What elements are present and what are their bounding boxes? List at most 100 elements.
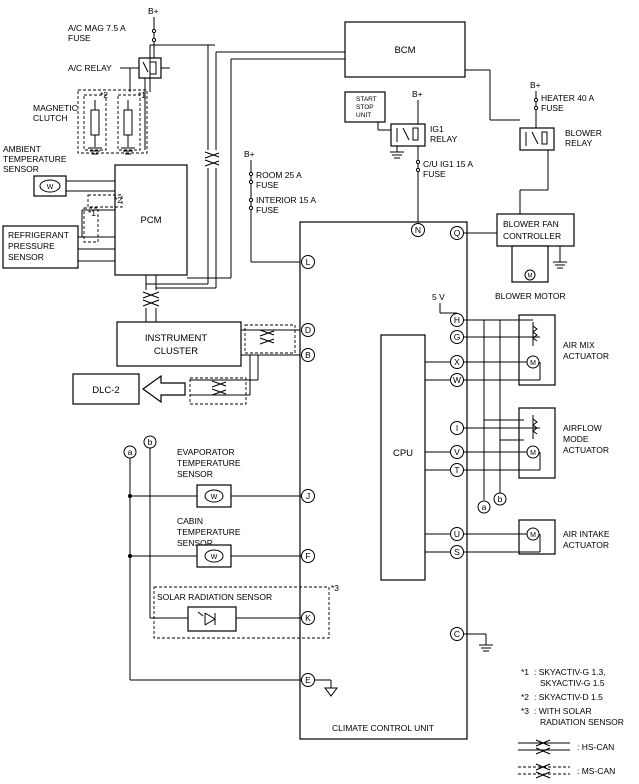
svg-text:: WITH SOLAR: : WITH SOLAR	[534, 706, 592, 716]
svg-text:EVAPORATOR: EVAPORATOR	[177, 447, 235, 457]
five-v-label: 5 V	[432, 292, 445, 302]
svg-text:MODE: MODE	[563, 434, 589, 444]
pin-E: E	[301, 673, 315, 687]
actuators: 5 V M AIR MIX ACTUATOR M AIRFLOW MODE AC…	[425, 292, 610, 652]
svg-text:PRESSURE: PRESSURE	[8, 241, 55, 251]
blower-fan-controller	[496, 213, 575, 247]
pin-V: V	[450, 445, 464, 459]
pin-J: J	[301, 489, 315, 503]
svg-text:RELAY: RELAY	[430, 134, 458, 144]
svg-text:G: G	[454, 332, 461, 342]
cpu-label: CPU	[393, 448, 413, 459]
svg-text:W: W	[211, 554, 218, 561]
svg-text:M: M	[530, 532, 536, 539]
climate-control-unit: CLIMATE CONTROL UNIT CPU	[299, 221, 468, 740]
pin-G: G	[450, 330, 464, 344]
b-plus-heater: B+	[530, 80, 541, 90]
solar-sensor-label: SOLAR RADIATION SENSOR	[157, 592, 272, 602]
svg-text:IG1: IG1	[430, 124, 444, 134]
svg-text:REFRIGERANT: REFRIGERANT	[8, 230, 69, 240]
svg-text:Q: Q	[454, 228, 461, 238]
svg-text:a: a	[482, 502, 487, 512]
svg-text:ROOM 25 A: ROOM 25 A	[256, 170, 302, 180]
room-fuse-group: B+ ROOM 25 A FUSE INTERIOR 15 A FUSE	[244, 149, 316, 263]
clutch-coil-2	[90, 100, 100, 147]
svg-text:H: H	[454, 315, 460, 325]
pin-Q: Q	[450, 226, 464, 240]
svg-text:FUSE: FUSE	[256, 180, 279, 190]
instrument-cluster	[116, 321, 242, 367]
legend: *1 : SKYACTIV-G 1.3, SKYACTIV-G 1.5 *2 :…	[518, 667, 624, 779]
pin-B: B	[301, 348, 315, 362]
svg-text:L: L	[306, 257, 311, 267]
b-plus-room: B+	[244, 149, 255, 159]
bcm-box	[344, 21, 466, 78]
cpu-box	[380, 334, 426, 581]
svg-text:RELAY: RELAY	[565, 138, 593, 148]
svg-text:ACTUATOR: ACTUATOR	[563, 445, 609, 455]
svg-text:S: S	[454, 547, 460, 557]
svg-text:*2: *2	[114, 195, 122, 205]
svg-text:AIR MIX: AIR MIX	[563, 340, 595, 350]
heater-fuse-label: HEATER 40 A	[541, 93, 595, 103]
airflow-mode-actuator	[518, 407, 556, 479]
svg-text:a: a	[128, 447, 133, 457]
svg-text:START: START	[356, 96, 377, 103]
svg-text:K: K	[305, 613, 311, 623]
svg-text:UNIT: UNIT	[356, 112, 371, 119]
svg-text:: HS-CAN: : HS-CAN	[577, 742, 614, 752]
svg-text:D: D	[305, 325, 311, 335]
svg-text:W: W	[47, 184, 54, 191]
svg-text:: SKYACTIV-G 1.3,: : SKYACTIV-G 1.3,	[534, 667, 606, 677]
svg-text:FUSE: FUSE	[541, 103, 564, 113]
svg-text:FUSE: FUSE	[423, 169, 446, 179]
svg-text:J: J	[306, 491, 310, 501]
blower-motor-icon	[524, 269, 536, 281]
svg-text:BLOWER FAN: BLOWER FAN	[503, 219, 559, 229]
svg-text:FUSE: FUSE	[256, 205, 279, 215]
dlc2-box	[72, 373, 140, 405]
pin-I: I	[450, 421, 464, 435]
ig1-group: START STOP UNIT B+ IG1 RELAY C/U IG1 15 …	[344, 89, 473, 228]
svg-text:M: M	[528, 274, 533, 280]
pin-K: K	[301, 611, 315, 625]
pcm-label: PCM	[140, 215, 161, 226]
start-stop-unit	[344, 91, 386, 123]
pin-X: X	[450, 355, 464, 369]
svg-text:INTERIOR 15 A: INTERIOR 15 A	[256, 195, 316, 205]
svg-text:C: C	[454, 629, 460, 639]
refrigerant-pressure-sensor	[2, 225, 79, 269]
pin-C: C	[450, 627, 464, 641]
svg-text:I: I	[456, 423, 458, 433]
svg-text:V: V	[454, 447, 460, 457]
svg-text:: MS-CAN: : MS-CAN	[577, 766, 615, 776]
b-plus-ac: B+	[148, 6, 159, 16]
svg-text:M: M	[530, 360, 536, 367]
solar-sensor-box	[153, 586, 330, 639]
svg-text:W: W	[453, 375, 461, 385]
svg-text:INSTRUMENT: INSTRUMENT	[145, 333, 207, 344]
solar-radiation-sensor	[187, 606, 237, 632]
svg-text:CABIN: CABIN	[177, 516, 203, 526]
svg-text:SENSOR: SENSOR	[177, 469, 213, 479]
svg-text:E: E	[305, 675, 311, 685]
ccu-label: CLIMATE CONTROL UNIT	[332, 723, 434, 733]
svg-text:*1: *1	[521, 667, 529, 677]
svg-text:CLUSTER: CLUSTER	[154, 346, 198, 357]
svg-text:STOP: STOP	[356, 104, 374, 111]
pin-L: L	[301, 255, 315, 269]
svg-text:X: X	[454, 357, 460, 367]
svg-text:W: W	[211, 494, 218, 501]
svg-text:AIRFLOW: AIRFLOW	[563, 423, 602, 433]
svg-text:SENSOR: SENSOR	[8, 252, 44, 262]
magnetic-clutch-label: MAGNETIC	[33, 103, 78, 113]
svg-text:U: U	[454, 529, 460, 539]
svg-text:*3: *3	[331, 583, 339, 593]
cluster-group: INSTRUMENT CLUSTER DLC-2	[72, 321, 300, 405]
dlc2-label: DLC-2	[92, 385, 119, 396]
svg-text:F: F	[305, 551, 310, 561]
svg-text:TEMPERATURE: TEMPERATURE	[3, 154, 67, 164]
pin-F: F	[301, 549, 315, 563]
svg-text:SKYACTIV-G 1.5: SKYACTIV-G 1.5	[540, 678, 605, 688]
svg-text:T: T	[454, 465, 459, 475]
